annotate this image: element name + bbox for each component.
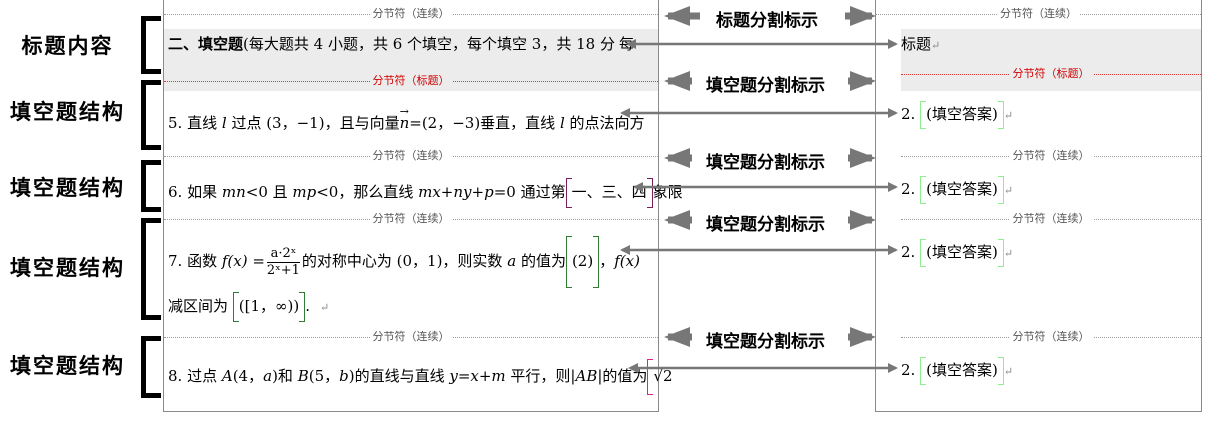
template-title: 标题↵ (901, 35, 941, 53)
label-fill-structure-2: 填空题结构 (10, 175, 125, 200)
source-document-panel[interactable]: 分节符（连续） 二、填空题(每大题共 4 小题，共 6 个填空，每个填空 3，共… (163, 0, 683, 412)
section-break-continuous: 分节符（连续） (901, 212, 1201, 226)
label-fill-structure-3: 填空题结构 (10, 255, 125, 280)
section-break-continuous: 分节符（连续） (901, 330, 1201, 344)
section-heading: 二、填空题(每大题共 4 小题，共 6 个填空，每个填空 3，共 18 分每 (168, 35, 634, 53)
section-break-continuous: 分节符（连续） (164, 330, 658, 344)
section-break-title: 分节符（标题） (901, 67, 1201, 81)
bracket-q8 (141, 336, 161, 398)
middle-label-fill-split-4: 填空题分割标示 (706, 332, 825, 352)
template-answer-4: 2. (填空答案)↵ (901, 357, 1013, 385)
q6-answer[interactable]: 一、三、四 (571, 183, 647, 201)
q7-answer-2[interactable]: ([1，∞)) (238, 297, 300, 315)
question-8: 8. 过点 A(4，a)和 B(5，b)的直线与直线 y=x+m 平行，则|AB… (168, 359, 673, 395)
template-answer-2: 2. (填空答案)↵ (901, 176, 1013, 204)
template-answer-1: 2. (填空答案)↵ (901, 101, 1013, 129)
section-break-continuous: 分节符（连续） (164, 7, 658, 21)
q7-answer-1[interactable]: (2) (571, 252, 594, 270)
label-fill-structure-1: 填空题结构 (10, 99, 125, 124)
middle-label-fill-split-3: 填空题分割标示 (706, 215, 825, 235)
bracket-q5 (141, 80, 161, 150)
section-break-continuous: 分节符（连续） (164, 212, 658, 226)
section-break-continuous: 分节符（连续） (164, 149, 658, 163)
title-shaded-region: 二、填空题(每大题共 4 小题，共 6 个填空，每个填空 3，共 18 分每 分… (164, 29, 658, 91)
section-break-continuous: 分节符（连续） (901, 149, 1201, 163)
template-title-shaded-region: 标题↵ 分节符（标题） (901, 29, 1201, 91)
bracket-q6 (141, 160, 161, 212)
question-7-line-2: 减区间为 ([1，∞)).↵ (168, 292, 329, 322)
label-title-content: 标题内容 (21, 33, 114, 58)
middle-label-fill-split-2: 填空题分割标示 (706, 153, 825, 173)
question-6: 6. 如果 mn<0 且 mp<0，那么直线 mx+ny+p=0 通过第一、三、… (168, 178, 683, 208)
middle-label-fill-split-1: 填空题分割标示 (706, 76, 825, 96)
template-panel[interactable]: 分节符（连续） 标题↵ 分节符（标题） 2. (填空答案)↵ 分节符（连续） 2… (875, 0, 1202, 412)
bracket-title (141, 16, 161, 74)
section-break-continuous: 分节符（连续） (876, 7, 1201, 21)
question-5: 5. 直线 l 过点 (3，−1)，且与向量n→=(2，−3)垂直，直线 l 的… (168, 105, 645, 132)
bracket-q7 (141, 218, 161, 320)
template-answer-3: 2. (填空答案)↵ (901, 239, 1013, 267)
label-fill-structure-4: 填空题结构 (10, 353, 125, 378)
middle-label-title-split: 标题分割标示 (716, 11, 818, 31)
section-break-title: 分节符（标题） (164, 74, 658, 88)
